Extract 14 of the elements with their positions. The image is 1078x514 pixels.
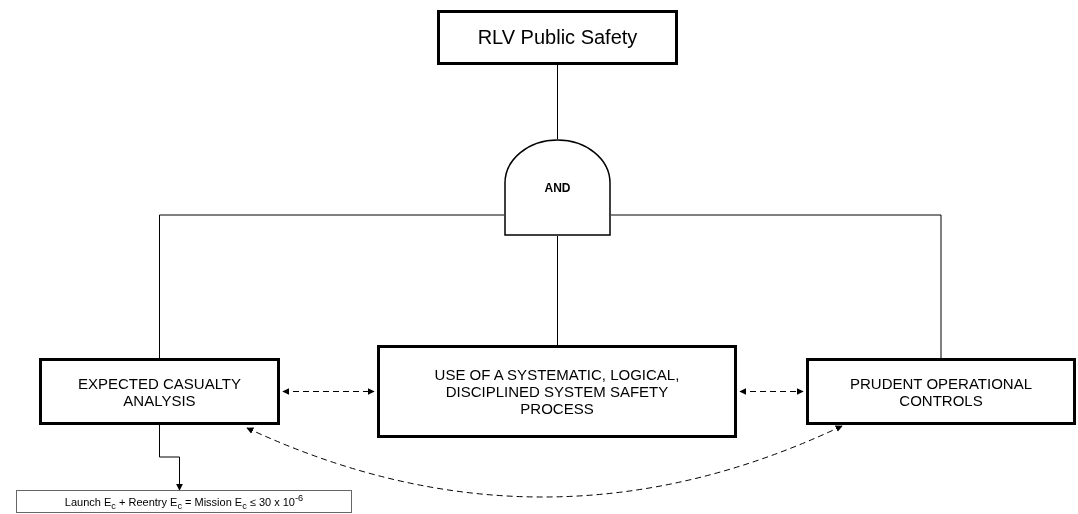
connector-line <box>159 214 505 359</box>
top-event-box: RLV Public Safety <box>437 10 678 65</box>
event-box: USE OF A SYSTEMATIC, LOGICAL, DISCIPLINED SYSTEM SAFETY PROCESS <box>377 345 737 438</box>
gate-label: AND <box>544 180 571 195</box>
arrow <box>282 388 375 395</box>
connector-line <box>557 64 558 140</box>
arrow <box>739 388 804 395</box>
connector-line <box>610 214 942 359</box>
arrow <box>246 425 843 498</box>
event-box: PRUDENT OPERATIONAL CONTROLS <box>806 358 1076 425</box>
formula-box: Launch E$_{c}$ + Reentry E$_{c}$ = Mission E$_{c}$ ≤ 30 x 10$^{-6}$ <box>16 490 352 513</box>
arrow <box>159 424 183 491</box>
connector-line <box>557 235 558 346</box>
event-box: EXPECTED CASUALTY ANALYSIS <box>39 358 280 425</box>
